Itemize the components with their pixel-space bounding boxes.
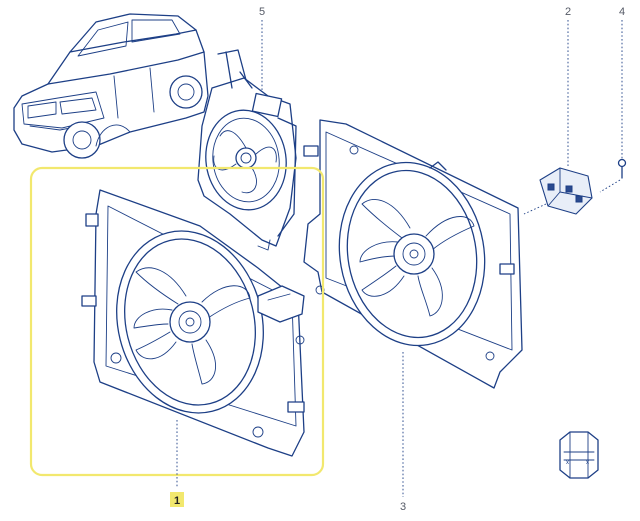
small-fan-module xyxy=(197,49,297,251)
callout-2[interactable]: 2 xyxy=(565,6,571,18)
bolt-detail: x x xyxy=(559,431,599,479)
callout-1-marker xyxy=(170,492,184,507)
callout-1[interactable]: 1 xyxy=(174,495,180,507)
fixing-screw xyxy=(599,158,627,193)
leader-lines xyxy=(176,20,623,497)
fan-resistor-connector xyxy=(523,167,593,215)
callout-5[interactable]: 5 xyxy=(259,6,265,18)
callout-3[interactable]: 3 xyxy=(400,501,406,513)
fan-shroud-assembly xyxy=(303,119,523,389)
svg-text:x: x xyxy=(566,460,569,466)
vehicle-illustration xyxy=(13,13,209,159)
svg-text:x: x xyxy=(586,460,589,466)
selected-part-highlight-frame xyxy=(29,166,325,477)
callout-4[interactable]: 4 xyxy=(619,6,625,18)
cooling-fan-assembly xyxy=(81,189,305,457)
